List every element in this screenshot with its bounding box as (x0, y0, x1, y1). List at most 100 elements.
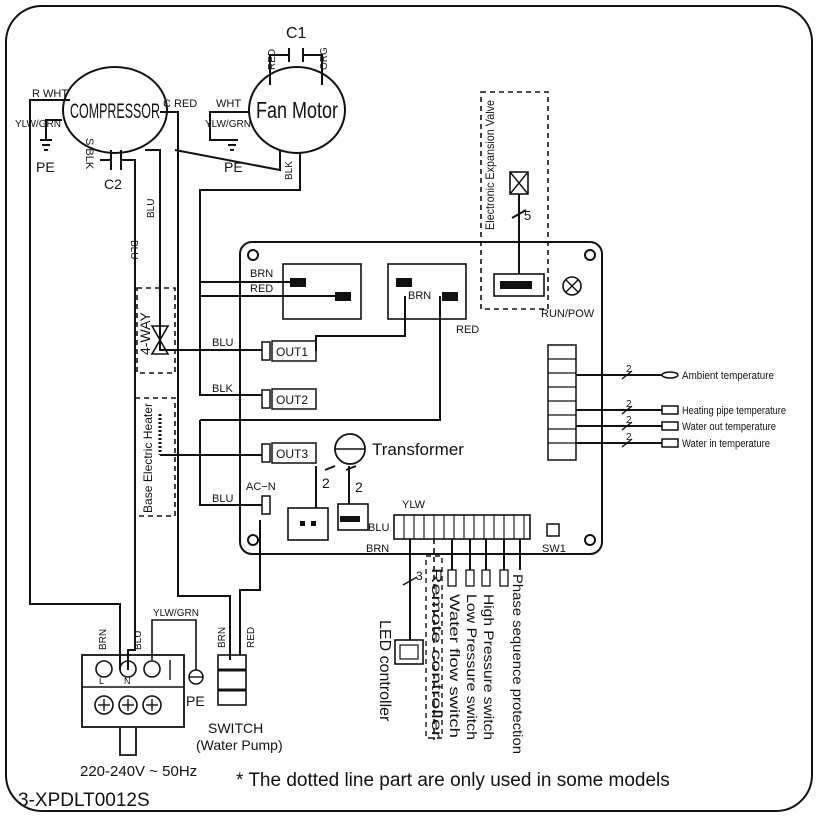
switch-label: SWITCH (208, 720, 263, 736)
water-in-sensor-probe (661, 438, 679, 448)
sensor-label-ambient: Ambient temperature (682, 370, 774, 382)
four-way-dashed-box (136, 287, 176, 374)
transformer-label: Transformer (372, 440, 464, 459)
compressor-symbol (62, 66, 168, 154)
wire-blk-out2: BLK (212, 383, 233, 395)
fan-motor-label: Fan Motor (256, 97, 338, 123)
wire-brn-relay: BRN (408, 290, 431, 302)
wire-blu-strip: BLU (368, 522, 389, 534)
heater-dashed-box (134, 397, 176, 517)
wire-wht: WHT (216, 98, 241, 110)
wire-blu-out1: BLU (212, 337, 233, 349)
switch-input-high-pressure: High Pressure switch (481, 594, 497, 740)
wire-c-red: C RED (163, 98, 197, 110)
wire-red-relay: RED (456, 324, 479, 336)
four-way-label: 4-WAY (137, 312, 153, 355)
switch-connector-strip (393, 514, 531, 540)
acn-connector (261, 495, 271, 515)
pcb-mount-hole (247, 534, 259, 546)
transformer-secondary-plug (337, 503, 369, 531)
sensor-connector-block (547, 344, 577, 461)
out2-connector (261, 389, 271, 409)
terminal-n-label: N (124, 676, 131, 686)
out3-label: OUT3 (276, 447, 308, 461)
ambient-sensor-probe (661, 371, 679, 379)
led-wire-count: 3 (416, 569, 423, 583)
wire-red-switch: RED (246, 627, 257, 648)
wire-red-c1: RED (267, 49, 278, 70)
wire-blu-acn: BLU (212, 493, 233, 505)
transformer-count-2: 2 (355, 479, 363, 495)
switch-input-low-pressure: Low Pressure switch (464, 594, 480, 740)
wire-brn-terminal: BRN (98, 629, 109, 650)
led-controller-box (394, 639, 424, 665)
sw1-label: SW1 (542, 543, 566, 555)
code-label: 3-XPDLT0012S (18, 790, 150, 811)
terminal-block (81, 654, 185, 728)
sensor-count-heating-pipe: 2 (626, 399, 632, 410)
out3-box (271, 442, 317, 464)
wire-org-c1: ORG (319, 47, 330, 70)
run-pow-label: RUN/POW (541, 308, 595, 320)
sensor-label-water-in: Water in temperature (682, 438, 770, 450)
sw1-button (546, 523, 560, 537)
fan-motor-symbol (248, 66, 346, 154)
wire-blu-1: BLU (146, 199, 157, 218)
out1-connector (261, 341, 271, 361)
c1-label: C1 (286, 25, 307, 42)
out3-connector (261, 443, 271, 463)
pe-label-bottom: PE (186, 693, 205, 709)
sensor-count-water-out: 2 (626, 415, 632, 426)
power-supply-label: 220-240V ~ 50Hz (80, 763, 197, 780)
switch-input-remote: Remote controller (429, 568, 445, 739)
wire-ylw-strip: YLW (402, 499, 426, 511)
wire-ylw-grn-terminal: YLW/GRN (153, 608, 199, 619)
led-controller-label: LED controller (376, 620, 393, 722)
wire-ylw-grn-comp: YLW/GRN (15, 119, 61, 130)
sensor-label-heating-pipe: Heating pipe temperature (682, 405, 786, 417)
footnote-text: * The dotted line part are only used in … (236, 770, 670, 791)
eev-wire-count: 5 (524, 208, 531, 223)
switch-input-phase-sequence: Phase sequence protection (510, 574, 526, 754)
out2-box (271, 388, 317, 410)
wire-brn-switch: BRN (217, 627, 228, 648)
heater-label: Base Electric Heater (141, 403, 155, 513)
wire-blu-2: BLU (128, 240, 139, 259)
transformer-count-1: 2 (322, 475, 330, 491)
switch-water-pump (217, 654, 247, 706)
eev-connector (493, 273, 545, 297)
out1-label: OUT1 (276, 345, 308, 359)
pipe-sensor-probe (661, 405, 679, 415)
compressor-label: COMPRESSOR (70, 100, 160, 123)
relay-box-right (387, 263, 467, 320)
sensor-label-water-out: Water out temperature (682, 421, 776, 433)
wire-ylw-grn-fan: YLW/GRN (205, 119, 251, 130)
pe-label-compressor: PE (36, 159, 55, 175)
pcb-mount-hole (584, 534, 596, 546)
wire-r-wht: R WHT (32, 88, 68, 100)
diagram-border (5, 5, 813, 812)
pcb-mount-hole (584, 249, 596, 261)
switch-input-water-flow: Water flow switch (447, 594, 463, 738)
acn-label: AC−N (246, 481, 276, 493)
eev-label: Electronic Expansion Valve (483, 100, 497, 230)
wire-blu-terminal: BLU (133, 631, 144, 650)
water-out-sensor-probe (661, 421, 679, 431)
eev-dashed-box (480, 91, 549, 310)
pcb-board (239, 241, 603, 555)
transformer-primary-plug (287, 507, 329, 541)
wire-brn-top: BRN (250, 268, 273, 280)
run-pow-led (562, 276, 582, 296)
wire-s-blk: S BLK (83, 138, 95, 170)
terminal-l-label: L (99, 676, 104, 686)
out2-label: OUT2 (276, 393, 308, 407)
switch-sublabel: (Water Pump) (196, 737, 283, 753)
wire-blk-fan: BLK (284, 161, 295, 180)
wire-brn-strip: BRN (366, 543, 389, 555)
pcb-mount-hole (247, 249, 259, 261)
sensor-count-water-in: 2 (626, 432, 632, 443)
wire-red-top: RED (250, 283, 273, 295)
c2-label: C2 (104, 176, 122, 192)
